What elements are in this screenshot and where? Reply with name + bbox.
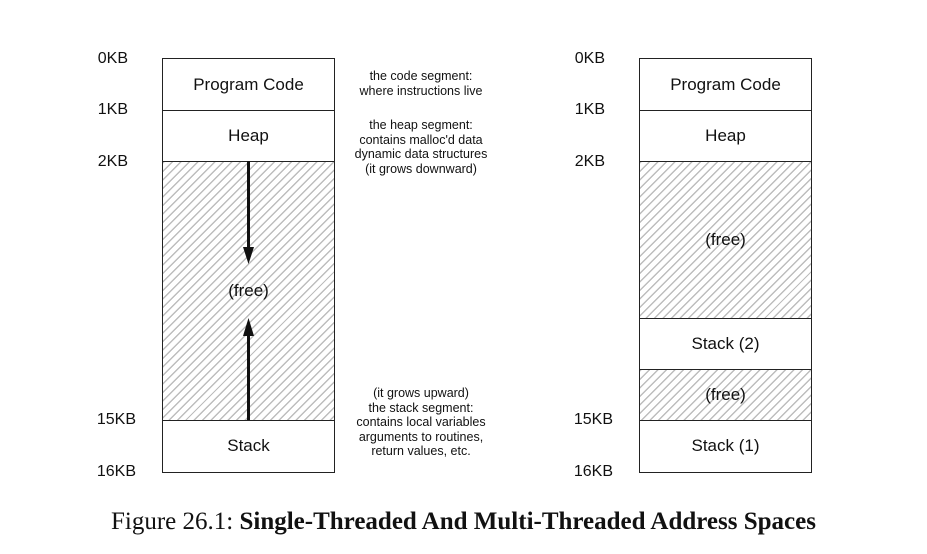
right-heap-label: Heap [705,126,746,145]
stack-note-line-2: the stack segment: [368,400,474,415]
right-program-code-label: Program Code [670,74,781,94]
left-program-code-label: Program Code [193,74,304,94]
heap-note-line-2: contains malloc'd data [359,132,483,147]
heap-note-line-3: dynamic data structures [354,147,488,161]
left-kb-1: 1KB [97,101,128,118]
right-stack-2-segment: Stack (2) [639,317,812,371]
heap-grows-down-arrow [243,161,254,264]
code-note-line-2: where instructions live [359,83,483,98]
stack-note-line-4: arguments to routines, [358,429,484,444]
heap-note-line-4: (it grows downward) [365,161,477,176]
stack-note-line-3: contains local variables [356,415,486,429]
code-note-line-1: the code segment: [369,69,473,83]
left-heap-label: Heap [228,126,269,145]
heap-segment-annotation: the heap segment: contains malloc'd data… [311,118,531,176]
right-free-segment-1: (free) [639,161,812,319]
left-kb-0: 0KB [97,50,128,67]
left-kb-2: 2KB [97,153,128,170]
right-stack-1-segment: Stack (1) [639,419,812,473]
stack-note-line-1: (it grows upward) [373,386,469,400]
right-free-segment-2: (free) [639,369,812,421]
left-free-label: (free) [228,281,269,300]
right-kb-15: 15KB [573,411,613,428]
left-program-code-segment: Program Code [162,58,335,111]
right-kb-2: 2KB [574,153,605,170]
code-segment-annotation: the code segment: where instructions liv… [311,69,531,98]
right-kb-16: 16KB [573,463,613,480]
right-heap-segment: Heap [639,109,812,163]
left-kb-15: 15KB [96,411,136,428]
left-stack-label: Stack [227,436,270,455]
caption-title: Single-Threaded And Multi-Threaded Addre… [239,508,816,535]
right-stack-1-label: Stack (1) [691,436,760,455]
figure-caption: Figure 26.1: Single-Threaded And Multi-T… [0,508,927,536]
stack-note-line-5: return values, etc. [371,444,471,458]
right-free-label-1: (free) [705,230,746,249]
stack-grows-up-arrow [243,318,254,420]
stack-segment-annotation: (it grows upward) the stack segment: con… [311,386,531,459]
right-kb-1: 1KB [574,101,605,118]
right-kb-0: 0KB [574,50,605,67]
right-free-label-2: (free) [705,385,746,404]
right-stack-2-label: Stack (2) [691,334,760,353]
left-kb-16: 16KB [96,463,136,480]
heap-note-line-1: the heap segment: [369,118,473,132]
caption-prefix: Figure 26.1: [111,508,234,535]
right-program-code-segment: Program Code [639,58,812,111]
